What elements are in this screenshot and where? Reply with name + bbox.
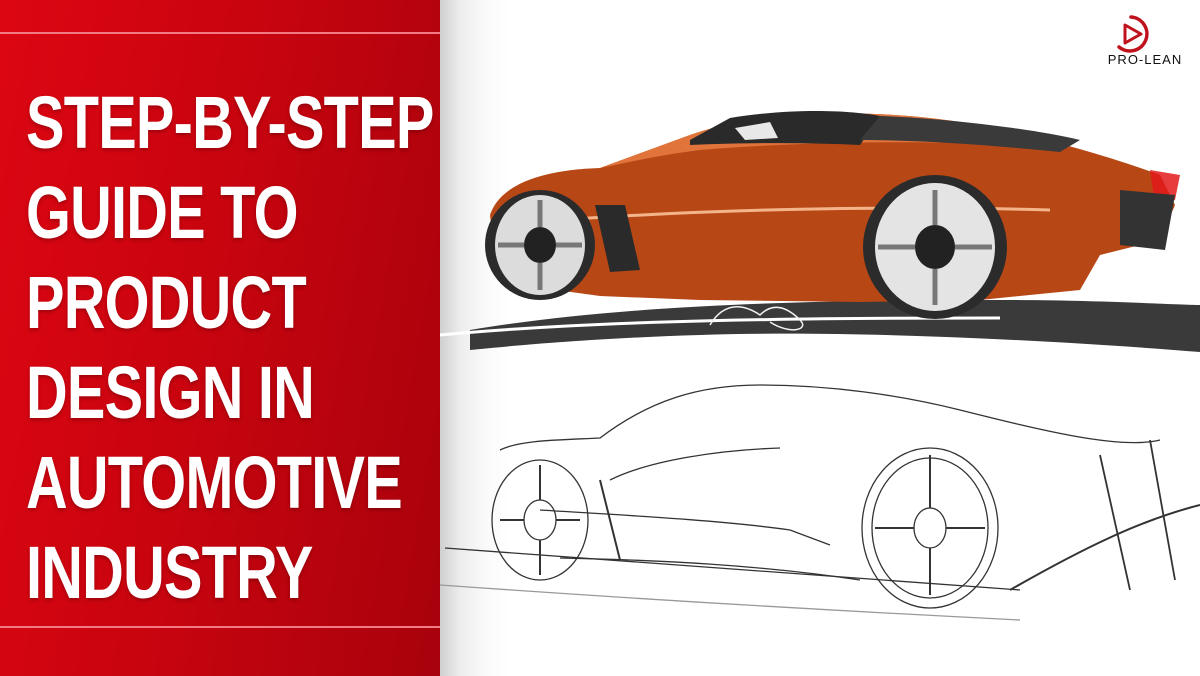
title-line-3: PRODUCT bbox=[26, 261, 307, 344]
brand-logo: PRO-LEAN bbox=[1100, 14, 1190, 84]
page-title: STEP-BY-STEP GUIDE TO PRODUCT DESIGN IN … bbox=[26, 78, 434, 618]
title-line-2: GUIDE TO bbox=[26, 171, 298, 254]
title-line-5: AUTOMOTIVE bbox=[26, 441, 403, 524]
logo-text: PRO-LEAN bbox=[1107, 52, 1183, 67]
title-line-4: DESIGN IN bbox=[26, 351, 315, 434]
play-circle-icon bbox=[1117, 15, 1149, 53]
car-illustrations bbox=[440, 111, 1200, 621]
line-car-sketch bbox=[440, 384, 1200, 621]
top-divider bbox=[0, 32, 440, 34]
title-line-6: INDUSTRY bbox=[26, 531, 313, 614]
colored-car-sketch bbox=[440, 111, 1200, 352]
title-line-1: STEP-BY-STEP bbox=[26, 81, 434, 164]
title-panel: STEP-BY-STEP GUIDE TO PRODUCT DESIGN IN … bbox=[0, 0, 440, 676]
bottom-divider bbox=[0, 626, 440, 628]
